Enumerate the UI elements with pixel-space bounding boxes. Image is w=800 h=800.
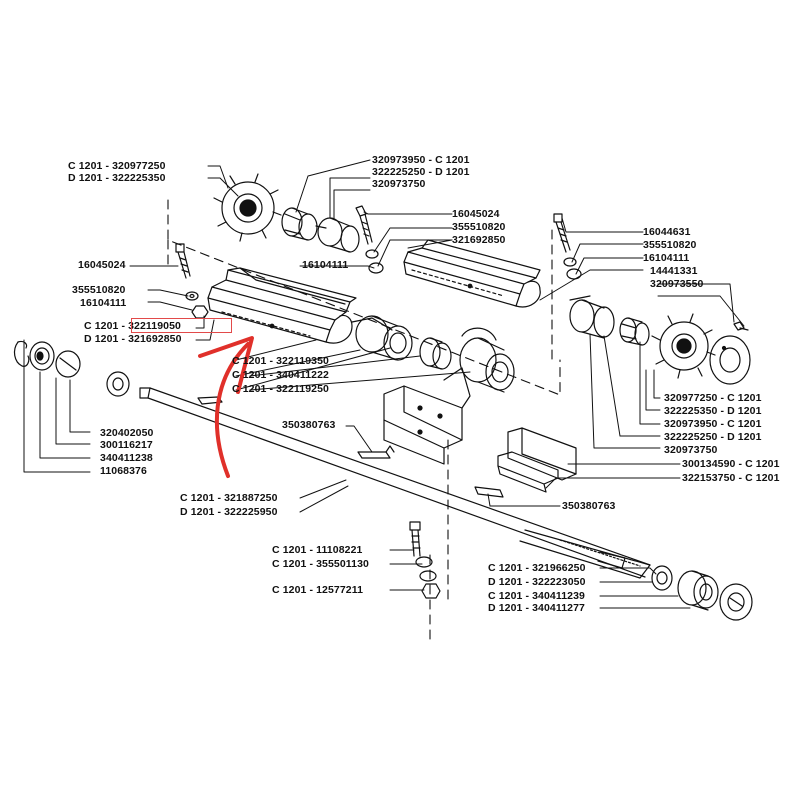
label-mid-bolt-1: 16045024 <box>452 208 500 220</box>
label-mid-nut: 16104111 <box>302 259 349 271</box>
label-left-set-4: 11068376 <box>100 465 147 477</box>
chain-guide-right <box>403 239 541 308</box>
label-right-bolt-2: 355510820 <box>643 239 697 251</box>
label-top-left-2: D 1201 - 322225350 <box>68 172 166 184</box>
label-left-nut: 16104111 <box>80 297 127 309</box>
washer-right <box>563 257 577 267</box>
bushing-mid-1 <box>351 315 413 361</box>
cover-plate-right <box>709 335 751 385</box>
label-left-set-3: 340411238 <box>100 452 153 464</box>
label-lower-bolt-3: C 1201 - 12577211 <box>272 584 364 596</box>
label-mid-bolt-3: 321692850 <box>452 234 506 246</box>
label-right-set-3: 320973950 - C 1201 <box>664 418 762 430</box>
splined-hub-right <box>619 317 650 346</box>
bearing-left <box>29 341 55 371</box>
bolt-right <box>553 213 571 253</box>
label-left-guide-c: C 1201 - 322119050 <box>84 320 181 332</box>
label-end-4: D 1201 - 340411277 <box>488 602 585 614</box>
label-top-center-3: 320973750 <box>372 178 426 190</box>
shaft-key-mid <box>357 445 395 459</box>
nut-left <box>191 305 209 319</box>
seal-right <box>651 565 673 591</box>
dashed-reference-outline <box>167 199 561 641</box>
washer-left <box>106 371 130 397</box>
label-plate-2: 322153750 - C 1201 <box>682 472 780 484</box>
label-end-1: C 1201 - 321966250 <box>488 562 586 574</box>
nut-right <box>566 268 582 280</box>
label-right-bolt-1: 16044631 <box>643 226 691 238</box>
bushing-top <box>315 217 360 253</box>
label-right-bolt-3: 16104111 <box>643 252 690 264</box>
label-top-center-2: 322225250 - D 1201 <box>372 166 470 178</box>
washer-lower-1 <box>415 556 433 568</box>
bolt-mid <box>355 205 373 245</box>
splined-hub-top <box>281 207 318 241</box>
bushing-right <box>569 295 615 339</box>
washer-lower-2 <box>419 570 437 582</box>
shaft-key-left <box>197 396 223 405</box>
label-lower-bolt-1: C 1201 - 11108221 <box>272 544 363 556</box>
label-right-bolt-4: 14441331 <box>650 265 698 277</box>
label-left-set-2: 300116217 <box>100 439 153 451</box>
label-right-set-5: 320973750 <box>664 444 718 456</box>
sprocket-left <box>213 173 282 242</box>
label-shaft-2: D 1201 - 322225950 <box>180 506 278 518</box>
label-lower-bolt-2: C 1201 - 355501130 <box>272 558 369 570</box>
label-mid-bushing-2: C 1201 - 340411222 <box>232 369 329 381</box>
label-end-3: C 1201 - 340411239 <box>488 590 585 602</box>
end-washer-right <box>719 583 753 621</box>
snap-ring-left <box>13 340 30 367</box>
red-annotation-arrow <box>198 336 254 478</box>
chain-guide-left <box>207 267 357 344</box>
main-shaft <box>139 387 651 579</box>
label-key-right: 350380763 <box>562 500 616 512</box>
label-left-bolt: 16045024 <box>78 259 126 271</box>
label-plate-1: 300134590 - C 1201 <box>682 458 780 470</box>
label-top-center-1: 320973950 - C 1201 <box>372 154 470 166</box>
label-key-mid: 350380763 <box>282 419 336 431</box>
label-right-set-2: 322225350 - D 1201 <box>664 405 762 417</box>
washer-mid <box>365 249 379 259</box>
label-left-washer: 355510820 <box>72 284 126 296</box>
bolt-left <box>175 243 191 279</box>
bushing-left <box>55 350 81 378</box>
label-mid-bolt-2: 355510820 <box>452 221 506 233</box>
label-right-set-1: 320977250 - C 1201 <box>664 392 762 404</box>
label-top-left-1: C 1201 - 320977250 <box>68 160 166 172</box>
mounting-bracket <box>383 367 471 465</box>
label-mid-bushing-3: C 1201 - 322119250 <box>232 383 329 395</box>
label-left-guide-d: D 1201 - 321692850 <box>84 333 182 345</box>
label-mid-bushing-1: C 1201 - 322119350 <box>232 355 329 367</box>
sprocket-right <box>651 313 716 379</box>
label-right-bolt-5: 320973550 <box>650 278 704 290</box>
plate-upper <box>507 427 577 481</box>
shaft-key-right <box>474 486 504 498</box>
bearing-right <box>677 570 719 611</box>
nut-lower <box>421 583 441 599</box>
bolt-lower <box>409 521 421 557</box>
label-left-set-1: 320402050 <box>100 427 154 439</box>
small-screw-right <box>733 321 749 331</box>
nut-mid <box>368 262 384 274</box>
ring-mid <box>419 337 452 370</box>
plate-lower <box>497 451 559 493</box>
leader-lines <box>23 159 745 609</box>
label-end-2: D 1201 - 322223050 <box>488 576 586 588</box>
label-shaft-1: C 1201 - 321887250 <box>180 492 278 504</box>
label-right-set-4: 322225250 - D 1201 <box>664 431 762 443</box>
bearing-housing-mid <box>459 327 515 393</box>
